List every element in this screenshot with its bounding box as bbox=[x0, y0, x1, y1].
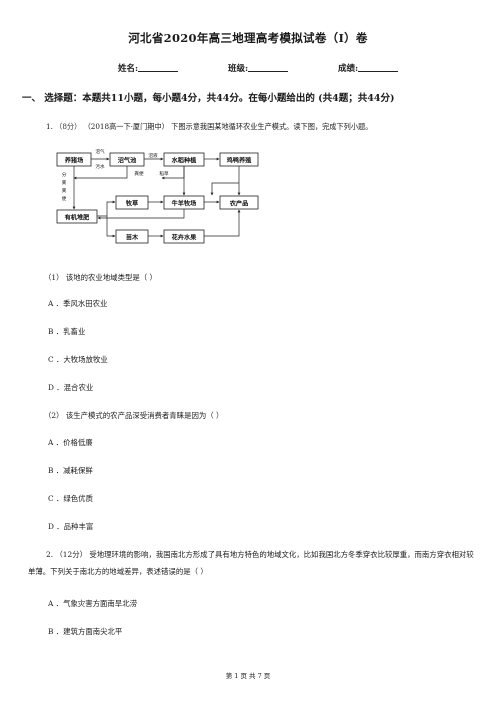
subq-2-option-a[interactable]: A ．价格低廉 bbox=[48, 438, 93, 447]
label-miaomu: 苗木 bbox=[126, 234, 139, 242]
label-bian: 便 bbox=[62, 195, 67, 202]
class-blank[interactable] bbox=[248, 62, 289, 72]
section-heading: 一、 选择题：本题共11小题，每小题4分，共44分。在每小题给出的 (共4题；共… bbox=[22, 93, 395, 104]
page-footer: 第 1 页 共 7 页 bbox=[225, 672, 271, 680]
score-blank[interactable] bbox=[358, 62, 399, 72]
page-title: 河北省2020年高三地理高考模拟试卷（I）卷 bbox=[128, 31, 368, 45]
label-youji: 有机堆肥 bbox=[65, 214, 91, 222]
subq-2-option-c[interactable]: C ．绿色优质 bbox=[48, 494, 93, 503]
label-mucao: 牧草 bbox=[126, 200, 138, 208]
label-feng: 分 bbox=[62, 171, 67, 178]
question-2-stem: 2. （12分） 受地理环境的影响，我国南北方形成了具有地方特色的地域文化，比如… bbox=[28, 550, 474, 576]
name-field[interactable]: 姓名: bbox=[118, 62, 179, 74]
subq-1-option-c[interactable]: C ．大牧场放牧业 bbox=[48, 355, 108, 364]
label-yangzhu: 养猪场 bbox=[64, 157, 84, 165]
subq-2-option-b[interactable]: B ．减耗保鲜 bbox=[48, 466, 93, 475]
label-pin: 粪 bbox=[62, 179, 67, 186]
subq-2-stem: （2） 该生产模式的农产品深受消费者青睐是因为（ ） bbox=[44, 411, 224, 420]
subq-1-option-d[interactable]: D ．混合农业 bbox=[48, 383, 94, 392]
label-zhaoqi: 沼气池 bbox=[118, 157, 137, 165]
label-zhaoye: 沼液 bbox=[148, 152, 158, 159]
q2-option-b[interactable]: B ．建筑方面南尖北平 bbox=[48, 627, 123, 636]
name-label: 姓名: bbox=[118, 64, 139, 74]
q1-number: 1. bbox=[46, 122, 53, 131]
circular-agriculture-diagram: 养猪场 沼气池 水稻种植 鸡鸭养殖 有机堆肥 牧草 牛羊牧场 农产品 苗木 花卉… bbox=[56, 148, 259, 244]
name-blank[interactable] bbox=[138, 62, 179, 72]
label-niuyang: 牛羊牧场 bbox=[172, 200, 197, 208]
box-nongchanpin bbox=[219, 195, 259, 210]
subq-2-option-d[interactable]: D ．品种丰富 bbox=[48, 522, 94, 531]
class-label: 班级: bbox=[228, 64, 249, 74]
q2-option-a[interactable]: A ．气象灾害方面南旱北涝 bbox=[48, 599, 137, 608]
q1-source: （2018高一下·厦门期中） bbox=[83, 122, 169, 131]
label-wushui: 污水 bbox=[95, 163, 105, 170]
q1-stem: 下图示意我国某地循环农业生产模式。读下图，完成下列小题。 bbox=[171, 122, 373, 131]
box-miaomu bbox=[115, 229, 149, 244]
box-mucao bbox=[115, 195, 149, 210]
label-fen: 粪 bbox=[62, 187, 67, 194]
question-1-header: 1. （8分） （2018高一下·厦门期中） 下图示意我国某地循环农业生产模式。… bbox=[46, 122, 372, 132]
label-shuidao: 水稻种植 bbox=[172, 157, 198, 165]
score-label: 成绩: bbox=[338, 64, 359, 74]
label-jiya: 鸡鸭养殖 bbox=[226, 157, 253, 165]
score-field[interactable]: 成绩: bbox=[338, 62, 399, 74]
box-youji bbox=[56, 209, 98, 224]
q1-score: （8分） bbox=[55, 122, 82, 131]
box-huahui bbox=[163, 229, 205, 244]
label-daocao: 稻草 bbox=[159, 170, 169, 177]
subq-1-option-b[interactable]: B ．乳畜业 bbox=[48, 327, 86, 336]
label-huahui: 花卉水果 bbox=[172, 234, 198, 242]
label-fenbian: 粪便 bbox=[134, 170, 144, 177]
label-zhaoqi-gas: 沼气 bbox=[95, 148, 105, 155]
label-nongchanpin: 农产品 bbox=[229, 200, 249, 208]
subq-1-stem: （1） 该地的农业地域类型是（ ） bbox=[44, 273, 157, 282]
class-field[interactable]: 班级: bbox=[228, 62, 289, 74]
subq-1-option-a[interactable]: A ．季风水田农业 bbox=[48, 299, 108, 308]
